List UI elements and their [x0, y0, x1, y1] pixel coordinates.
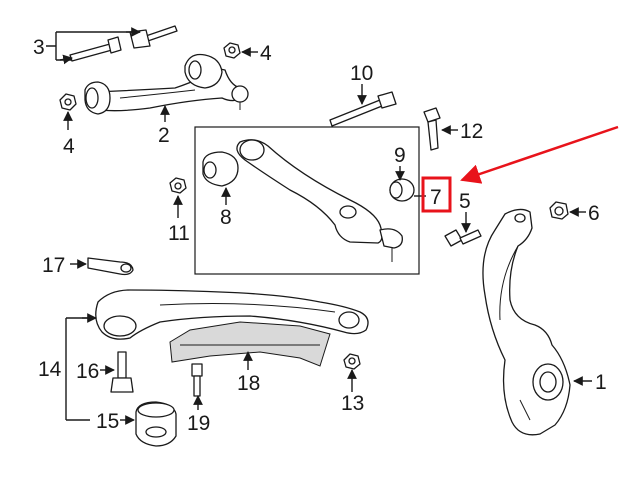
callout-14: 14	[38, 358, 62, 381]
callout-7: 7	[430, 186, 442, 209]
bolt-12[interactable]	[423, 107, 441, 151]
lower-front-control-arm[interactable]	[236, 139, 403, 262]
bushing-15[interactable]	[135, 401, 177, 447]
callout-10: 10	[350, 62, 373, 85]
callout-2: 2	[158, 124, 170, 147]
bolt-5[interactable]	[444, 229, 482, 247]
bolt-3[interactable]	[69, 25, 178, 62]
lower-rear-control-arm[interactable]	[95, 289, 369, 340]
callout-8: 8	[220, 206, 232, 229]
nut-13[interactable]	[343, 353, 361, 370]
callout-4a: 4	[260, 42, 272, 65]
callout-18: 18	[237, 372, 260, 395]
callout-11: 11	[168, 222, 190, 245]
callout-16: 16	[76, 360, 99, 383]
callout-1: 1	[595, 371, 607, 394]
callout-5: 5	[459, 190, 471, 213]
callout-12: 12	[460, 120, 483, 143]
link-17[interactable]	[87, 257, 134, 276]
nut-11[interactable]	[169, 177, 187, 194]
nut-6[interactable]	[549, 201, 569, 220]
nut-4-left[interactable]	[59, 93, 77, 111]
callout-15: 15	[96, 410, 119, 433]
callout-17: 17	[42, 254, 65, 277]
bolt-10[interactable]	[329, 91, 397, 127]
shield-18[interactable]	[169, 321, 331, 367]
callout-4b: 4	[63, 135, 75, 158]
callout-6: 6	[588, 202, 600, 225]
inset-frame	[194, 126, 420, 275]
steering-knuckle[interactable]	[482, 208, 571, 436]
upper-control-arm[interactable]	[84, 53, 249, 115]
callout-13: 13	[341, 392, 364, 415]
nut-4-upper[interactable]	[223, 42, 241, 59]
callout-19: 19	[187, 412, 210, 435]
highlight-box	[421, 176, 452, 213]
highlight-arrow	[460, 125, 619, 184]
bolt-19[interactable]	[191, 363, 203, 397]
callout-3: 3	[33, 36, 45, 59]
callout-9: 9	[394, 144, 406, 167]
bushing-9[interactable]	[389, 178, 415, 202]
bolt-16[interactable]	[110, 351, 134, 393]
bushing-8[interactable]	[202, 151, 239, 187]
callout-labels: 3 4 4 2 10 12 9 7 8 11 5 6 17 14 16 15 1…	[33, 36, 607, 435]
